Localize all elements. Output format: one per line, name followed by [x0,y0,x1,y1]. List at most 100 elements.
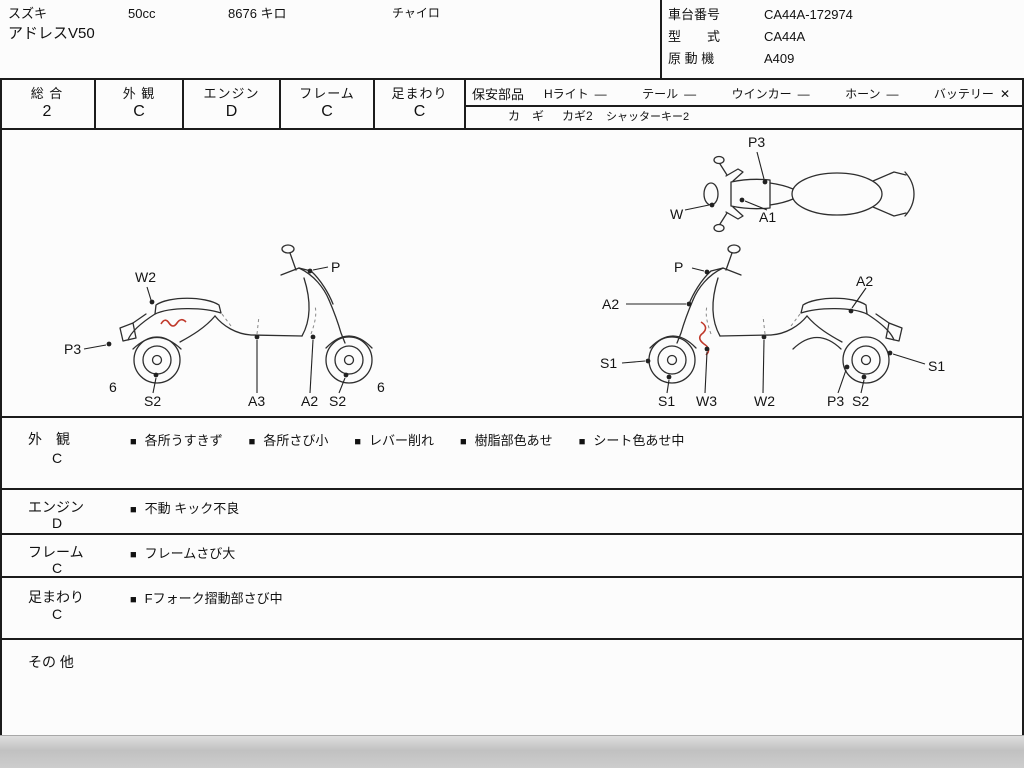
right-side-leader-lines [621,267,926,394]
note-label: エンジン [28,499,84,515]
safety-item-headlight: Hライト — [544,85,607,102]
diagram-label: 6 [377,379,385,395]
safety-item-name: ホーン [845,87,881,101]
rating-label: エンジン [203,86,260,101]
diagram-label: P [331,259,340,275]
note-label: フレーム [28,544,84,560]
engine-code-value: A409 [764,51,795,66]
safety-item-name: Hライト [544,87,589,101]
rating-engine: エンジン D [184,80,281,128]
rating-undercarriage: 足まわり C [375,80,466,128]
note-row-engine: エンジン D 不動 キック不良 [0,490,1024,535]
note-item: 各所うすきず [130,430,223,449]
top-view-leader-lines [684,151,768,211]
diagram-label: P3 [64,341,81,357]
safety-item-horn: ホーン — [845,85,898,102]
safety-item-name: バッテリー [933,87,994,101]
diagram-label: 6 [109,379,117,395]
diagram-label: S2 [329,393,346,409]
ratings-bar: 総 合 2 外 観 C エンジン D フレーム C 足まわり C 保安部品 Hラ… [0,78,1024,130]
note-row-other: その 他 [0,640,1024,735]
scan-edge [0,735,1024,768]
body-color: チャイロ [392,6,440,20]
displacement: 50cc [128,6,156,21]
left-side-labels: W2 P P3 6 S2 A3 A2 S2 6 [64,259,385,409]
model-type-value: CA44A [764,29,806,44]
diagram-label: A3 [248,393,265,409]
note-item: シート色あせ中 [579,430,684,449]
engine-code-label: 原 動 機 [668,51,715,66]
left-side-outline [119,244,373,384]
rating-overall: 総 合 2 [0,80,96,128]
note-label: その 他 [28,654,74,670]
rating-label: 総 合 [30,86,64,101]
safety-item-status: — [684,87,697,101]
vehicle-diagram-area: P3 W A1 [0,130,1024,418]
diagram-label: S2 [144,393,161,409]
diagram-label: P [674,259,683,275]
diagram-label: S1 [928,358,945,374]
safety-parts-label: 保安部品 [472,87,525,102]
rating-value: D [225,103,238,120]
right-side-detail-lines [705,305,801,335]
rating-exterior: 外 観 C [96,80,184,128]
chassis-number-label: 車台番号 [668,7,721,22]
safety-item-taillight: テール— [642,85,696,102]
note-items: フレームさび大 [130,543,236,562]
rating-value: C [321,103,333,120]
diagram-label: W2 [135,269,156,285]
safety-item-winker: ウインカー— [732,85,810,102]
vehicle-diagrams: P3 W A1 [64,134,945,409]
diagram-label: S2 [852,393,869,409]
top-view-labels: P3 W A1 [670,134,776,225]
note-item: Fフォーク摺動部さび中 [130,588,283,607]
diagram-label: A2 [856,273,873,289]
safety-item-status: ✕ [999,87,1010,101]
note-grade: C [52,606,63,622]
safety-parts-section: 保安部品 Hライト — テール— ウインカー— ホーン — バッテリー ✕ [466,80,1022,128]
key-count: カギ2 [562,109,593,123]
header-divider [660,0,662,78]
left-side-detail-lines [221,305,317,335]
safety-item-battery: バッテリー ✕ [934,85,1010,102]
note-item: フレームさび大 [130,543,236,562]
note-item: 樹脂部色あせ [460,430,553,449]
diagram-label: S1 [658,393,675,409]
note-label: 外 観 [28,431,70,447]
mileage: 8676 キロ [228,6,287,21]
key-label: カ ギ [508,109,545,123]
model-type-label: 型 式 [668,29,721,44]
note-grade: C [52,450,63,466]
safety-parts-list: Hライト — テール— ウインカー— ホーン — バッテリー ✕ [544,85,1010,102]
note-items: Fフォーク摺動部さび中 [130,588,283,607]
diagram-label: W3 [696,393,717,409]
note-items: 各所うすきず 各所さび小 レバー削れ 樹脂部色あせ シート色あせ中 [130,430,685,449]
chassis-number-value: CA44A-172974 [764,7,853,22]
left-side-leader-lines [83,266,349,394]
note-grade: C [52,560,63,576]
note-row-undercarriage: 足まわり C Fフォーク摺動部さび中 [0,578,1024,640]
diagram-label: A2 [301,393,318,409]
rating-label: フレーム [299,86,355,101]
rating-frame: フレーム C [281,80,375,128]
rating-value: C [413,103,426,120]
safety-item-status: — [797,87,810,101]
right-side-outline [648,244,903,384]
note-item: 不動 キック不良 [130,498,240,517]
safety-item-status: — [594,87,607,101]
note-label: 足まわり [28,589,84,605]
diagram-label: A2 [602,296,619,312]
rating-label: 外 観 [122,86,156,101]
diagram-label: W [670,206,684,222]
note-row-frame: フレーム C フレームさび大 [0,535,1024,578]
rating-value: 2 [42,103,52,120]
safety-item-status: — [886,87,899,101]
diagram-label: S1 [600,355,617,371]
note-item: レバー削れ [354,430,434,449]
diagram-label: A1 [759,209,776,225]
damage-mark-left [160,318,187,327]
maker-name: スズキ [8,6,48,21]
model-name: アドレスV50 [8,25,95,42]
rating-label: 足まわり [391,86,448,101]
